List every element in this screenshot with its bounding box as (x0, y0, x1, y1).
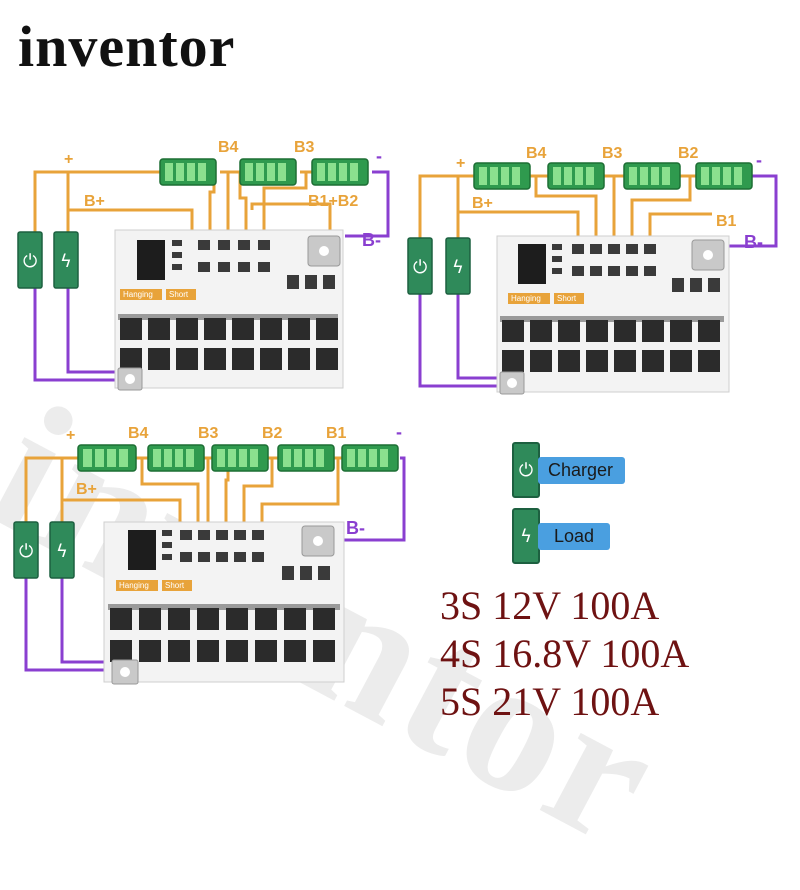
battery-icon (147, 444, 205, 472)
b2-label: B2 (262, 425, 283, 442)
short-tag: Short (169, 290, 189, 299)
brand-logo: inventor (18, 14, 236, 79)
spec-5s: 5S 21V 100A (440, 679, 660, 724)
battery-icon (473, 162, 531, 190)
spec-list: 3S 12V 100A 4S 16.8V 100A 5S 21V 100A (440, 582, 689, 726)
plus-label: + (64, 151, 73, 168)
spec-4s: 4S 16.8V 100A (440, 631, 690, 676)
hanging-tag: Hanging (123, 290, 153, 299)
bminus-label: B- (346, 518, 365, 538)
wiring-diagram-4s: Hanging Short ⏻ ϟ + (407, 145, 778, 395)
battery-icon (341, 444, 399, 472)
battery-icon (695, 162, 753, 190)
load-port-icon: ϟ (53, 231, 79, 289)
plus-label: + (456, 155, 465, 172)
lightning-icon: ϟ (512, 508, 540, 564)
balance-smd-row (180, 530, 264, 562)
bminus-label: B- (744, 232, 763, 252)
hanging-tag: Hanging (511, 294, 541, 303)
svg-text:⏻: ⏻ (413, 257, 427, 278)
wiring-diagram-3s: Hanging Short ⏻ ϟ + - B+ (17, 139, 390, 391)
b3-label: B3 (602, 145, 623, 162)
battery-icon (159, 158, 217, 186)
svg-text:⏻: ⏻ (19, 541, 33, 562)
battery-icon (311, 158, 369, 186)
b1b2-label: B1+B2 (308, 193, 358, 210)
b4-label: B4 (218, 139, 239, 156)
short-tag: Short (557, 294, 577, 303)
charger-port-icon: ⏻ (17, 231, 43, 289)
svg-text:⏻: ⏻ (23, 251, 37, 272)
b4-label: B4 (526, 145, 547, 162)
svg-text:ϟ: ϟ (60, 251, 72, 272)
b1-label: B1 (716, 213, 737, 230)
bplus-label: B+ (472, 195, 493, 212)
svg-text:ϟ: ϟ (56, 541, 68, 562)
bminus-label: B- (362, 230, 381, 250)
battery-icon (547, 162, 605, 190)
bplus-label: B+ (84, 193, 105, 210)
b3-label: B3 (198, 425, 219, 442)
charger-port-icon: ⏻ (407, 237, 433, 295)
b3-label: B3 (294, 139, 315, 156)
mosfet-array (108, 604, 340, 662)
battery-icon (211, 444, 269, 472)
short-tag: Short (165, 581, 185, 590)
battery-icon (623, 162, 681, 190)
hanging-tag: Hanging (119, 581, 149, 590)
legend-load-label: Load (538, 522, 611, 550)
plug-icon: ⏻ (512, 442, 540, 498)
minus-label: - (396, 422, 402, 442)
mosfet-array (118, 314, 338, 370)
bplus-label: B+ (76, 481, 97, 498)
legend-load: ϟ Load (512, 508, 611, 564)
battery-icon (277, 444, 335, 472)
wiring-diagram-5s: Hanging Short ⏻ (13, 422, 406, 685)
load-port-icon: ϟ (49, 521, 75, 579)
charger-port-icon: ⏻ (13, 521, 39, 579)
b2-label: B2 (678, 145, 699, 162)
load-port-icon: ϟ (445, 237, 471, 295)
battery-icon (239, 158, 297, 186)
balance-smd-row (198, 240, 270, 272)
balance-smd-row (572, 244, 656, 276)
mosfet-array (500, 316, 724, 372)
plus-label: + (66, 427, 75, 444)
spec-3s: 3S 12V 100A (440, 583, 660, 628)
battery-icon (77, 444, 137, 472)
minus-label: - (756, 150, 762, 170)
b1-label: B1 (326, 425, 347, 442)
b4-label: B4 (128, 425, 149, 442)
legend-charger: ⏻ Charger (512, 442, 626, 498)
legend-charger-label: Charger (538, 456, 626, 484)
svg-text:ϟ: ϟ (452, 257, 464, 278)
minus-label: - (376, 146, 382, 166)
